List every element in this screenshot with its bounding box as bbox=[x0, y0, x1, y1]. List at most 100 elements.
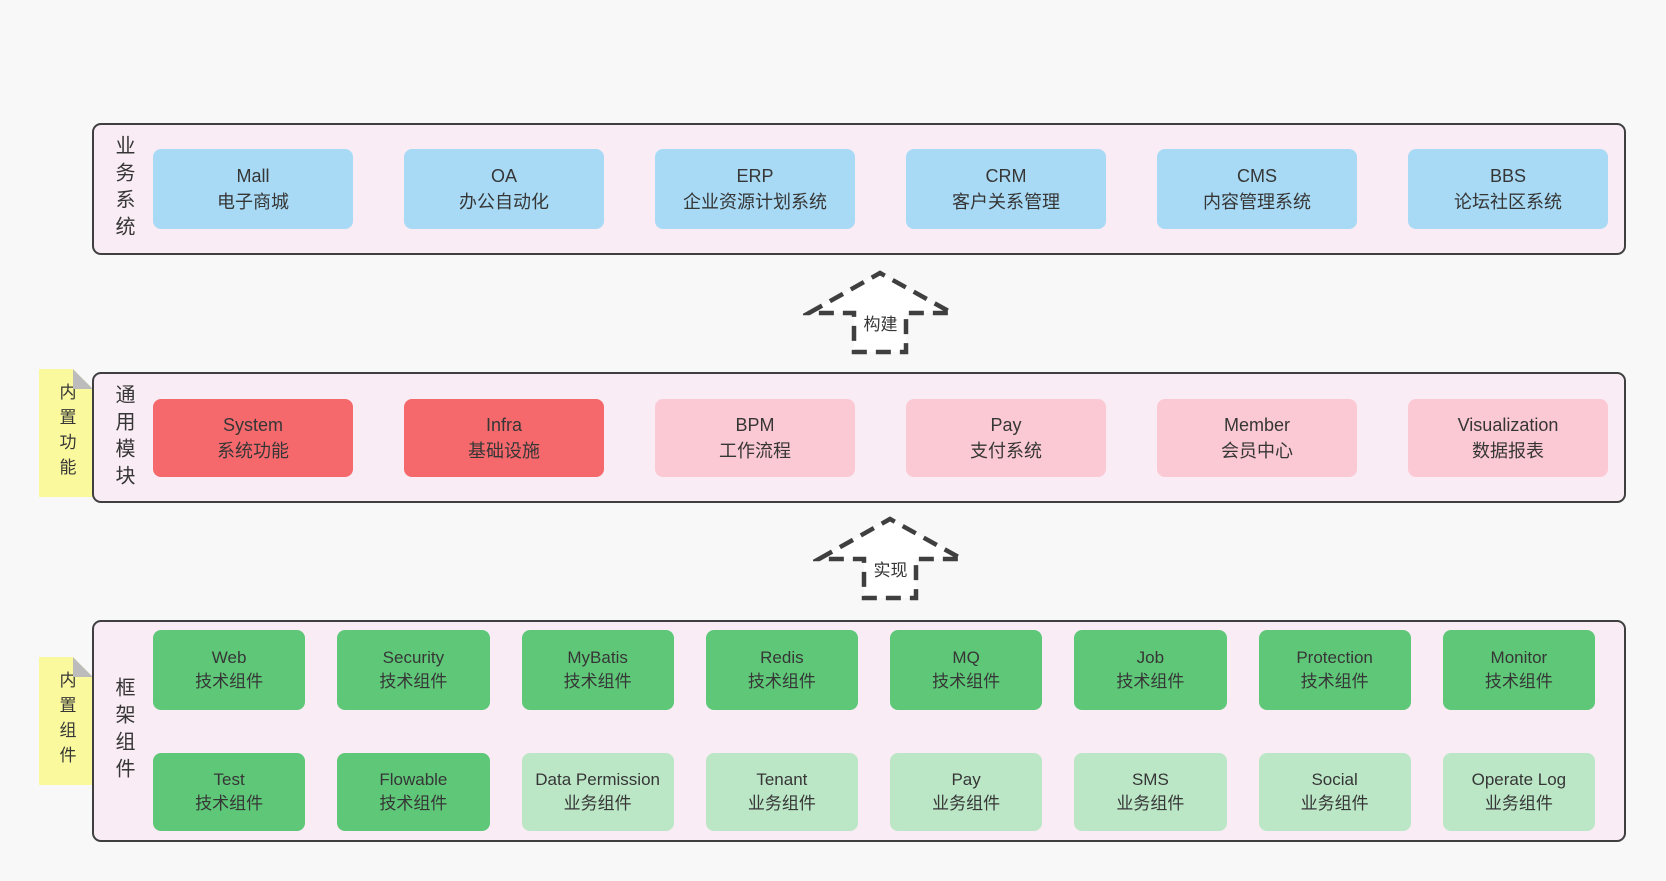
box-subtitle: 系统功能 bbox=[217, 440, 289, 461]
box-title: Infra bbox=[485, 414, 523, 435]
box-title: Flowable bbox=[379, 769, 448, 789]
box-subtitle: 业务组件 bbox=[932, 793, 1001, 813]
box-visualization: Visualization 数据报表 bbox=[1408, 398, 1608, 477]
box-subtitle: 办公自动化 bbox=[459, 192, 549, 212]
box-title: CMS bbox=[1237, 166, 1277, 186]
sticky-label: 内置组件 bbox=[56, 671, 76, 771]
box-subtitle: 技术组件 bbox=[563, 672, 632, 692]
arrow-build: 构建 bbox=[803, 266, 958, 356]
box-subtitle: 技术组件 bbox=[1300, 672, 1369, 692]
box-title: ERP bbox=[736, 166, 774, 186]
folded-corner-icon bbox=[73, 657, 93, 677]
box-title: Redis bbox=[760, 648, 804, 668]
box-tenant: Tenant 业务组件 bbox=[705, 752, 858, 831]
sticky-label: 内置功能 bbox=[56, 383, 76, 483]
box-system: System 系统功能 bbox=[153, 398, 353, 477]
box-title: Member bbox=[1223, 414, 1290, 435]
up-arrow-icon bbox=[803, 270, 958, 355]
box-test: Test 技术组件 bbox=[153, 752, 306, 831]
box-data-permission: Data Permission 业务组件 bbox=[521, 752, 674, 831]
layer-framework-components: 框架组件 Web 技术组件 Security 技术组件 MyBatis 技术组件… bbox=[92, 620, 1626, 842]
layer-label-framework-components: 框架组件 bbox=[112, 677, 134, 785]
folded-corner-icon bbox=[73, 369, 93, 389]
box-title: System bbox=[222, 414, 283, 435]
box-title: Pay bbox=[951, 769, 981, 789]
arrow-implement: 实现 bbox=[813, 512, 968, 602]
box-mall: Mall 电子商城 bbox=[153, 149, 353, 229]
box-subtitle: 技术组件 bbox=[1484, 672, 1553, 692]
box-subtitle: 技术组件 bbox=[379, 672, 448, 692]
box-title: Operate Log bbox=[1471, 769, 1567, 789]
box-mybatis: MyBatis 技术组件 bbox=[521, 630, 674, 711]
box-subtitle: 电子商城 bbox=[217, 192, 289, 212]
component-boxes-row-2: Test 技术组件 Flowable 技术组件 Data Permission … bbox=[153, 744, 1595, 841]
arrow-label: 实现 bbox=[873, 561, 908, 580]
box-title: Web bbox=[211, 648, 247, 668]
box-subtitle: 技术组件 bbox=[1116, 672, 1185, 692]
box-subtitle: 基础设施 bbox=[468, 440, 540, 461]
up-arrow-icon bbox=[813, 516, 968, 601]
box-title: Test bbox=[213, 769, 245, 789]
box-subtitle: 业务组件 bbox=[1116, 793, 1185, 813]
box-title: Monitor bbox=[1490, 648, 1548, 668]
box-sms: SMS 业务组件 bbox=[1074, 752, 1227, 831]
box-member: Member 会员中心 bbox=[1157, 398, 1357, 477]
box-title: Social bbox=[1311, 769, 1358, 789]
box-title: OA bbox=[490, 166, 517, 186]
box-oa: OA 办公自动化 bbox=[404, 149, 604, 229]
module-boxes-row: System 系统功能 Infra 基础设施 BPM 工作流程 Pay 支付系统… bbox=[153, 374, 1624, 501]
box-subtitle: 支付系统 bbox=[970, 440, 1042, 461]
box-subtitle: 业务组件 bbox=[747, 793, 816, 813]
box-title: MyBatis bbox=[567, 648, 628, 668]
box-security: Security 技术组件 bbox=[337, 630, 490, 711]
box-mq: MQ 技术组件 bbox=[890, 630, 1043, 711]
sticky-built-in-components: 内置组件 bbox=[39, 657, 93, 785]
box-subtitle: 会员中心 bbox=[1221, 440, 1293, 461]
box-flowable: Flowable 技术组件 bbox=[337, 752, 490, 831]
box-social: Social 业务组件 bbox=[1258, 752, 1411, 831]
box-subtitle: 企业资源计划系统 bbox=[683, 192, 827, 212]
box-subtitle: 数据报表 bbox=[1472, 440, 1544, 461]
component-rows: Web 技术组件 Security 技术组件 MyBatis 技术组件 Redi… bbox=[153, 622, 1624, 840]
box-subtitle: 技术组件 bbox=[932, 672, 1001, 692]
box-job: Job 技术组件 bbox=[1074, 630, 1227, 711]
box-subtitle: 工作流程 bbox=[719, 440, 791, 461]
layer-business-systems: 业务系统 Mall 电子商城 OA 办公自动化 ERP 企业资源计划系统 CRM… bbox=[92, 123, 1626, 255]
layer-label-business-systems: 业务系统 bbox=[112, 135, 134, 243]
box-title: Tenant bbox=[756, 769, 808, 789]
box-bpm: BPM 工作流程 bbox=[655, 398, 855, 477]
box-title: Data Permission bbox=[535, 769, 660, 789]
box-operate-log: Operate Log 业务组件 bbox=[1442, 752, 1595, 831]
component-boxes-row-1: Web 技术组件 Security 技术组件 MyBatis 技术组件 Redi… bbox=[153, 622, 1595, 719]
box-infra: Infra 基础设施 bbox=[404, 398, 604, 477]
box-redis: Redis 技术组件 bbox=[705, 630, 858, 711]
box-title: CRM bbox=[985, 166, 1027, 186]
box-pay-module: Pay 支付系统 bbox=[906, 398, 1106, 477]
box-subtitle: 内容管理系统 bbox=[1203, 192, 1311, 212]
box-monitor: Monitor 技术组件 bbox=[1442, 630, 1595, 711]
box-subtitle: 技术组件 bbox=[379, 793, 448, 813]
business-boxes-row: Mall 电子商城 OA 办公自动化 ERP 企业资源计划系统 CRM 客户关系… bbox=[153, 125, 1624, 253]
box-subtitle: 客户关系管理 bbox=[952, 192, 1060, 212]
layer-label-common-modules: 通用模块 bbox=[112, 383, 134, 492]
box-title: Security bbox=[382, 648, 445, 668]
sticky-built-in-features: 内置功能 bbox=[39, 369, 93, 497]
box-title: Visualization bbox=[1457, 414, 1559, 435]
box-subtitle: 业务组件 bbox=[563, 793, 632, 813]
box-title: Pay bbox=[990, 414, 1022, 435]
box-subtitle: 技术组件 bbox=[747, 672, 816, 692]
box-bbs: BBS 论坛社区系统 bbox=[1408, 149, 1608, 229]
box-title: BPM bbox=[735, 414, 775, 435]
box-subtitle: 论坛社区系统 bbox=[1454, 192, 1562, 212]
box-crm: CRM 客户关系管理 bbox=[906, 149, 1106, 229]
arrow-label: 构建 bbox=[863, 315, 898, 334]
box-subtitle: 技术组件 bbox=[195, 672, 264, 692]
box-subtitle: 业务组件 bbox=[1484, 793, 1553, 813]
box-title: BBS bbox=[1489, 166, 1527, 186]
box-title: MQ bbox=[952, 648, 980, 668]
box-web: Web 技术组件 bbox=[153, 630, 306, 711]
box-title: Job bbox=[1136, 648, 1165, 668]
box-subtitle: 业务组件 bbox=[1300, 793, 1369, 813]
box-pay-component: Pay 业务组件 bbox=[890, 752, 1043, 831]
